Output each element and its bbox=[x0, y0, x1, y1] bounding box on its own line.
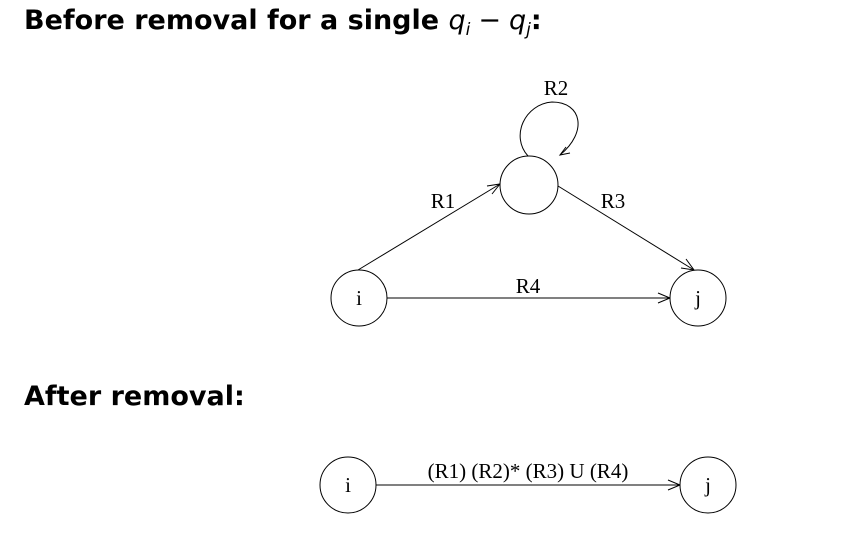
state-j-node bbox=[669, 269, 727, 327]
state-i-label: i bbox=[356, 286, 362, 310]
edge-r2-arrowhead bbox=[558, 146, 571, 156]
edge-combined-label: (R1) (R2)* (R3) U (R4) bbox=[428, 459, 629, 483]
before-removal-heading: Before removal for a single qi−qj: bbox=[24, 4, 542, 47]
edge-r1 bbox=[357, 183, 501, 271]
q-j-subscript: j bbox=[526, 20, 531, 40]
after-state-j-node bbox=[679, 456, 737, 514]
minus-sign: − bbox=[478, 5, 501, 36]
edge-r3 bbox=[557, 185, 695, 271]
state-j-label: j bbox=[694, 286, 701, 310]
before-heading-prefix: Before removal for a single bbox=[24, 5, 440, 36]
heading-colon: : bbox=[530, 5, 542, 36]
edge-r1-label: R1 bbox=[431, 189, 456, 213]
q-i-symbol: qi bbox=[448, 5, 470, 40]
after-state-i-label: i bbox=[345, 473, 351, 497]
edge-r2-self-loop bbox=[519, 101, 579, 157]
edge-r3-label: R3 bbox=[601, 189, 626, 213]
state-i-node bbox=[330, 269, 388, 327]
edge-r4-label: R4 bbox=[516, 274, 541, 298]
q-j-symbol: qj bbox=[508, 5, 531, 40]
q-i-subscript: i bbox=[465, 20, 471, 40]
after-removal-heading: After removal: bbox=[24, 381, 245, 412]
middle-state-node bbox=[499, 155, 559, 215]
after-state-j-label: j bbox=[704, 473, 711, 497]
after-state-i-node bbox=[319, 456, 377, 514]
edge-r2-label: R2 bbox=[544, 76, 569, 100]
q-j-base: q bbox=[508, 5, 527, 36]
q-i-base: q bbox=[448, 5, 466, 36]
